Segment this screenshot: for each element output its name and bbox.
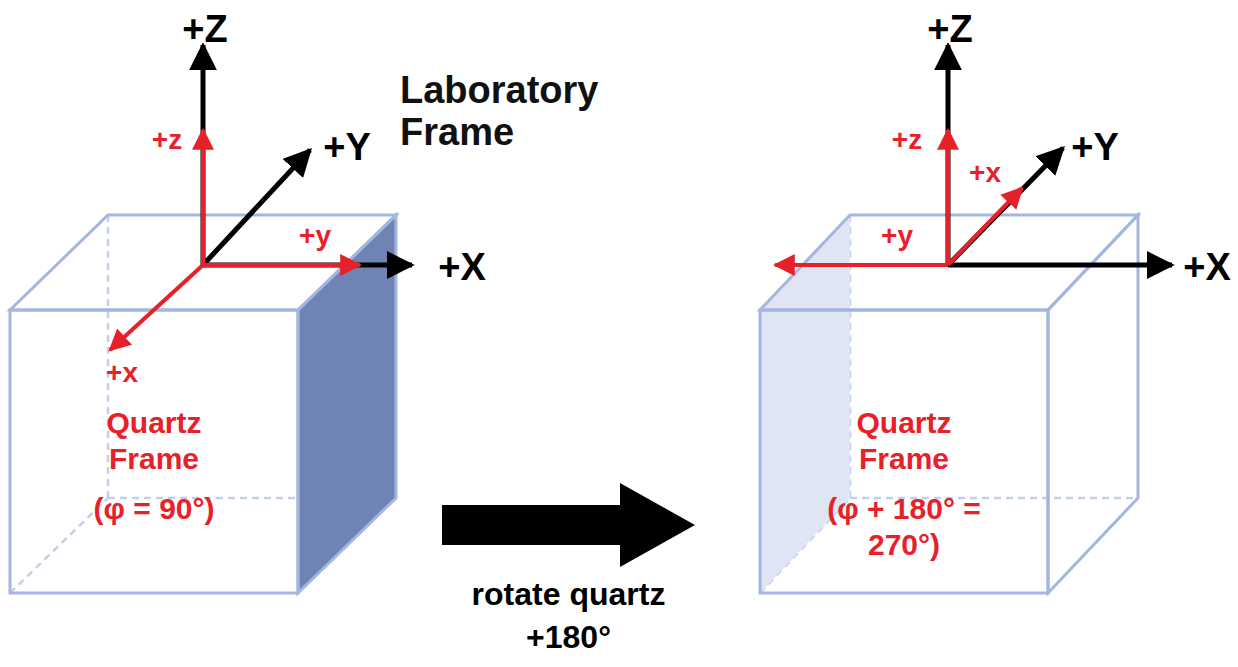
axis-label: +Y bbox=[323, 127, 371, 169]
axis-label: +y bbox=[299, 221, 331, 252]
axis-label: +z bbox=[152, 125, 182, 156]
axis-label: +Y bbox=[1071, 127, 1119, 169]
lab-axes bbox=[203, 45, 1172, 265]
axis-label: +Z bbox=[927, 9, 972, 51]
quartz-y-axis bbox=[775, 263, 948, 267]
axis-label: +y bbox=[881, 221, 913, 252]
lab-z-axis bbox=[201, 45, 206, 265]
quartz-cube: Quartz Frame (φ = 90°) bbox=[10, 310, 298, 593]
cube-side-face bbox=[760, 215, 850, 593]
quartz-cube: Quartz Frame (φ + 180° = 270°) bbox=[760, 310, 1048, 593]
axis-label: +X bbox=[438, 247, 486, 289]
hidden-edges bbox=[10, 215, 396, 593]
quartz-z-axis bbox=[201, 130, 205, 265]
axis-label: +x bbox=[969, 158, 1001, 189]
lab-y-axis bbox=[203, 150, 310, 265]
cube-front-face bbox=[10, 310, 298, 593]
axis-label: +X bbox=[1183, 247, 1231, 289]
lab-x-axis bbox=[203, 263, 412, 268]
quartz-x-axis bbox=[948, 188, 1022, 265]
frame-name: Quartz Frame bbox=[829, 405, 979, 477]
frame-title: Laboratory Frame bbox=[400, 70, 650, 154]
hidden-edges bbox=[760, 215, 1138, 593]
axis-label: +x bbox=[106, 358, 138, 389]
axis-label: +Z bbox=[182, 9, 227, 51]
angle-value: (φ = 90°) bbox=[54, 491, 254, 527]
arrow-label: rotate quartz +180° bbox=[449, 573, 689, 659]
quartz-axes bbox=[110, 130, 1022, 350]
cube-text: Quartz Frame (φ + 180° = 270°) bbox=[760, 405, 1048, 563]
frame-name: Quartz Frame bbox=[79, 405, 229, 477]
cube-text: Quartz Frame (φ = 90°) bbox=[10, 405, 298, 527]
quartz-z-axis bbox=[946, 130, 950, 265]
rotation-arrow bbox=[442, 483, 695, 567]
cube-top-face bbox=[10, 215, 396, 310]
cube-front-face bbox=[760, 310, 1048, 593]
angle-value: (φ + 180° = 270°) bbox=[809, 491, 999, 563]
axis-label: +z bbox=[892, 125, 922, 156]
cube-side-face bbox=[298, 215, 396, 593]
quartz-x-axis bbox=[110, 265, 203, 350]
cube-top-face bbox=[760, 215, 1138, 310]
lab-y-axis bbox=[948, 148, 1063, 265]
cube-side-face bbox=[1048, 215, 1138, 593]
lab-z-axis bbox=[946, 45, 951, 265]
lab-x-axis bbox=[948, 263, 1172, 268]
quartz-y-axis bbox=[203, 263, 360, 267]
